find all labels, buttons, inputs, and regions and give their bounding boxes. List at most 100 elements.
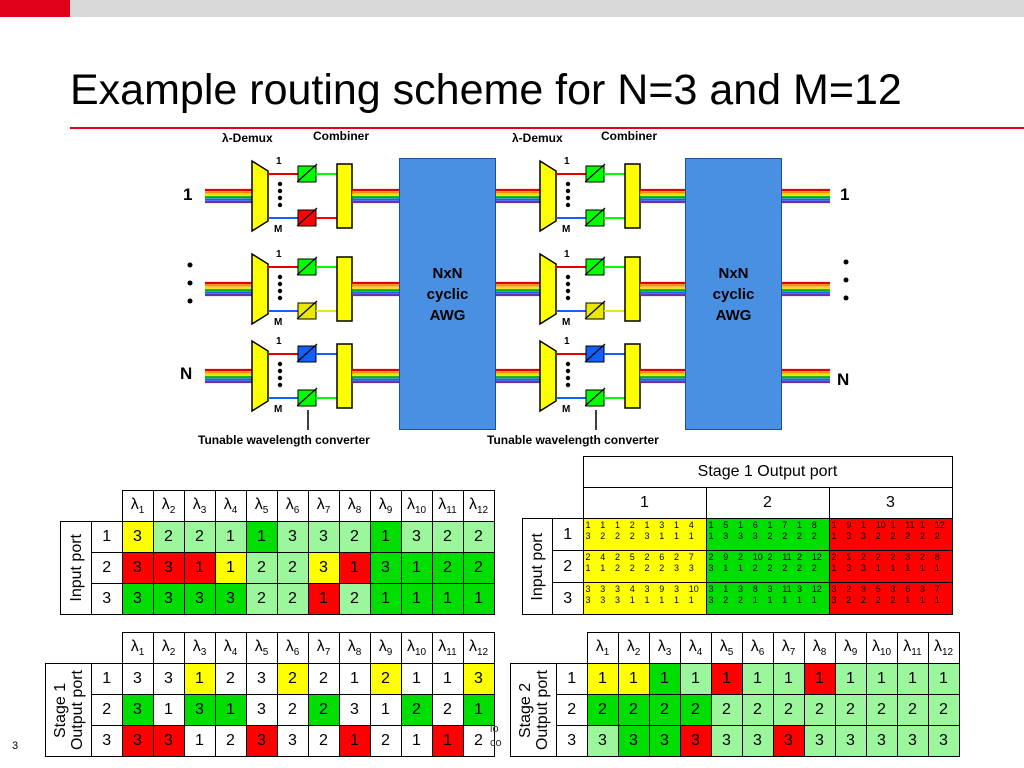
detail-subcell-top: 2 [797, 552, 803, 562]
page-title: Example routing scheme for N=3 and M=12 [70, 66, 902, 114]
table-cell: 2 [369, 663, 402, 695]
detail-subcell-top: 2 [767, 552, 773, 562]
ellipsis-dot [565, 375, 571, 381]
table-cell: 1 [214, 521, 247, 553]
table-cell: 3 [121, 663, 154, 695]
table-cell: 1 [431, 725, 464, 757]
lambda-header: λ7 [772, 632, 805, 664]
detail-subcell-bottom: 2 [905, 531, 911, 541]
table-cell: 3 [803, 725, 836, 757]
detail-subcell-top: 7 [934, 584, 940, 594]
table-cell: 3 [152, 583, 185, 615]
detail-subcell-bottom: 1 [738, 563, 744, 573]
output-port-last: N [837, 370, 850, 389]
input-port-table-side-label-text: Input port [67, 534, 85, 602]
port-ellipsis-dot [187, 280, 193, 286]
detail-subcell-bottom: 3 [615, 595, 621, 605]
table-cell: 3 [741, 725, 774, 757]
detail-subcell-bottom: 3 [585, 595, 591, 605]
detail-subcell-bottom: 1 [767, 595, 773, 605]
detail-subcell-top: 2 [738, 552, 744, 562]
table-cell: 2 [586, 694, 619, 726]
table-cell: 3 [121, 521, 154, 553]
stage1-output-table: λ1 λ2 λ3 λ4 λ5 λ6 λ7 λ8 λ9 λ10 λ11 λ12 S… [45, 632, 495, 757]
detail-subcell-top: 8 [934, 552, 940, 562]
ellipsis-dot [565, 195, 571, 201]
detail-subcell-bottom: 3 [738, 531, 744, 541]
detail-subcell-top: 3 [600, 584, 606, 594]
lambda-header: λ7 [307, 632, 340, 664]
detail-subcell-top: 3 [767, 584, 773, 594]
converter-arrow [296, 256, 318, 276]
demux [251, 252, 269, 326]
detail-subcell-top: 1 [846, 552, 852, 562]
converter-arrow [584, 163, 606, 183]
awg-box-1: NxN cyclic AWG [399, 158, 496, 430]
table-cell: 1 [896, 663, 929, 695]
detail-subcell-bottom: 3 [831, 595, 837, 605]
combiner [624, 163, 641, 229]
table-cell: 1 [617, 663, 650, 695]
table-cell: 1 [369, 521, 402, 553]
detail-subcell-top: 3 [659, 520, 665, 530]
table-cell: 1 [803, 663, 836, 695]
table-cell: 1 [586, 663, 619, 695]
detail-subcell-bottom: 1 [905, 563, 911, 573]
table-cell: 2 [214, 663, 247, 695]
detail-subcell-top: 3 [674, 584, 680, 594]
detail-subcell-top: 4 [600, 552, 606, 562]
lambda-header: λ4 [679, 632, 712, 664]
table-cell: 2 [462, 521, 495, 553]
tunable-converter [297, 302, 317, 320]
detail-subcell-bottom: 2 [934, 531, 940, 541]
detail-subcell-top: 12 [934, 520, 945, 530]
detail-subcell-top: 2 [831, 552, 837, 562]
lambda-header: λ9 [369, 632, 402, 664]
table-cell: 1 [214, 552, 247, 584]
converter-arrow [584, 343, 606, 363]
table-cell: 2 [307, 694, 340, 726]
lambda-header: λ6 [276, 632, 309, 664]
detail-subcell-bottom: 1 [934, 563, 940, 573]
detail-subcell-top: 10 [875, 520, 886, 530]
tunable-converter [297, 209, 317, 227]
port-ellipsis-dot [843, 295, 849, 301]
port-ellipsis-dot [187, 262, 193, 268]
table-cell: 3 [245, 694, 278, 726]
detail-subcell-top: 2 [890, 552, 896, 562]
table-cell: 1 [865, 663, 898, 695]
detail-subcell-bottom: 1 [905, 595, 911, 605]
input-port-table-side-label: Input port [60, 521, 92, 615]
detail-subcell-bottom: 1 [659, 531, 665, 541]
detail-subcell-top: 2 [644, 552, 650, 562]
table-cell: 3 [896, 725, 929, 757]
detail-subcell-top: 1 [585, 520, 591, 530]
detail-subcell-bottom: 2 [629, 563, 635, 573]
tunable-converter [585, 345, 605, 363]
tunable-converter [585, 165, 605, 183]
table-cell: 2 [369, 725, 402, 757]
tunable-converter [297, 345, 317, 363]
detail-subcell-bottom: 1 [688, 531, 694, 541]
table-cell: 1 [710, 663, 743, 695]
detail-subcell-bottom: 2 [767, 531, 773, 541]
